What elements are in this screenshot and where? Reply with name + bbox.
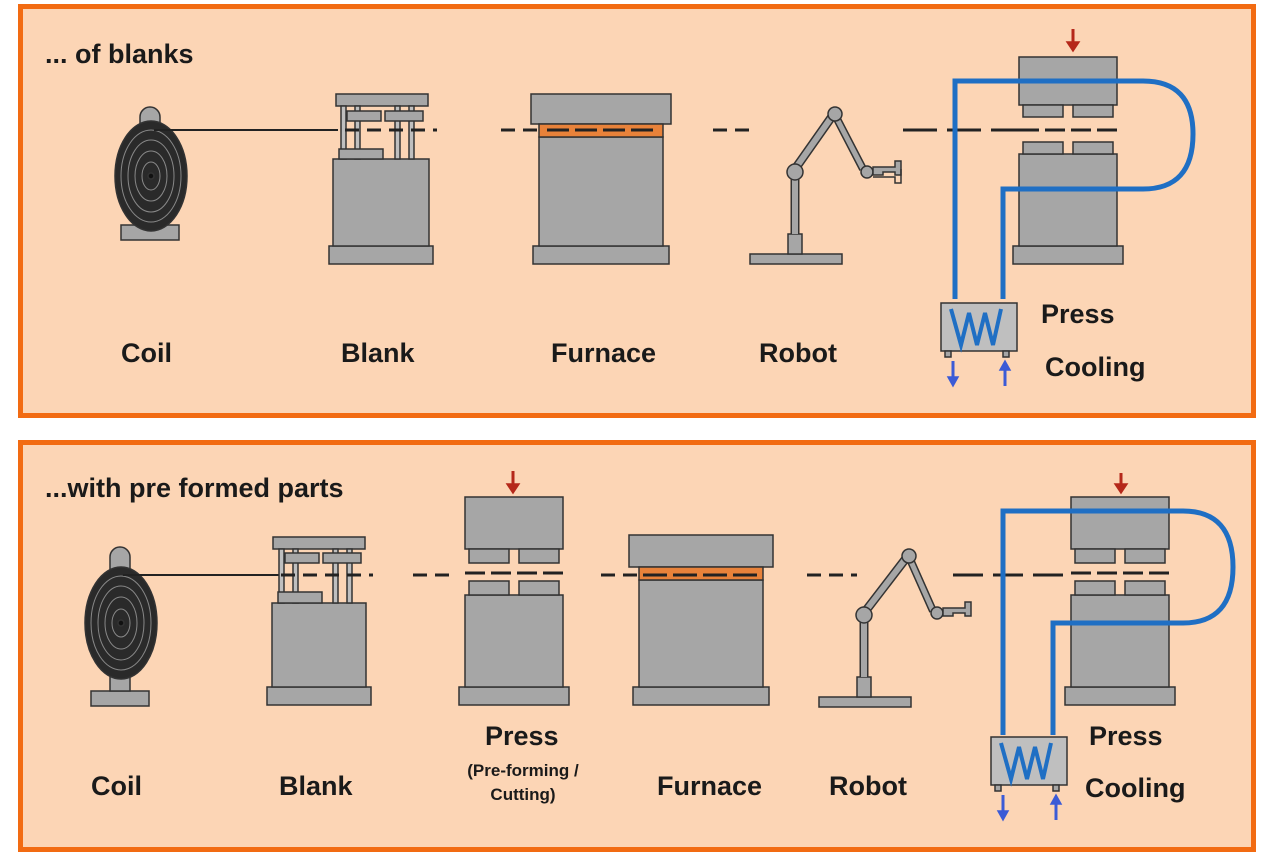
coolant-arrow-icon: [946, 359, 1012, 388]
coil-icon: [114, 106, 188, 241]
cooling-unit-icon: [990, 736, 1068, 792]
blanking-press-icon: [266, 536, 373, 706]
label-furnace: Furnace: [551, 338, 657, 368]
press-icon: [1064, 496, 1176, 706]
coolant-arrow-icon: [996, 793, 1063, 822]
label-furnace: Furnace: [657, 771, 763, 801]
force-arrow-icon: [1065, 29, 1081, 53]
label-blank: Blank: [279, 771, 353, 801]
label-cooling: Cooling: [1085, 773, 1186, 803]
label-robot: Robot: [829, 771, 907, 801]
label-press-preforming: Press: [485, 721, 559, 751]
label-press-preforming-note: (Pre-forming / Cutting): [467, 761, 579, 804]
furnace-icon: [501, 93, 672, 265]
label-press: Press: [1089, 721, 1163, 751]
label-cooling: Cooling: [1045, 352, 1146, 382]
coil-icon: [84, 546, 158, 707]
cooling-unit-icon: [940, 302, 1018, 358]
robot-arm-icon: [818, 548, 972, 708]
blanking-press-icon: [328, 93, 437, 265]
label-coil: Coil: [91, 771, 142, 801]
robot-arm-icon: [749, 106, 902, 265]
panel-title: ...with pre formed parts: [45, 473, 344, 503]
furnace-icon: [628, 534, 774, 706]
cooling-pipe: [1000, 508, 1236, 735]
label-robot: Robot: [759, 338, 837, 368]
panel-pre-formed-parts: ...with pre formed parts Coil Blank Pres…: [18, 440, 1256, 852]
panel-title: ... of blanks: [45, 39, 194, 69]
label-blank: Blank: [341, 338, 415, 368]
process-line-blanks: [114, 29, 1196, 388]
press-icon: [1012, 56, 1124, 265]
force-arrow-icon: [1113, 473, 1129, 495]
force-arrow-icon: [505, 471, 521, 495]
panel-of-blanks: ... of blanks Coil Blank Furnace Robot P…: [18, 4, 1256, 418]
label-coil: Coil: [121, 338, 172, 368]
press-icon: [458, 496, 570, 706]
label-press: Press: [1041, 299, 1115, 329]
process-line-preformed: [84, 471, 1236, 822]
cooling-pipe: [952, 78, 1196, 299]
